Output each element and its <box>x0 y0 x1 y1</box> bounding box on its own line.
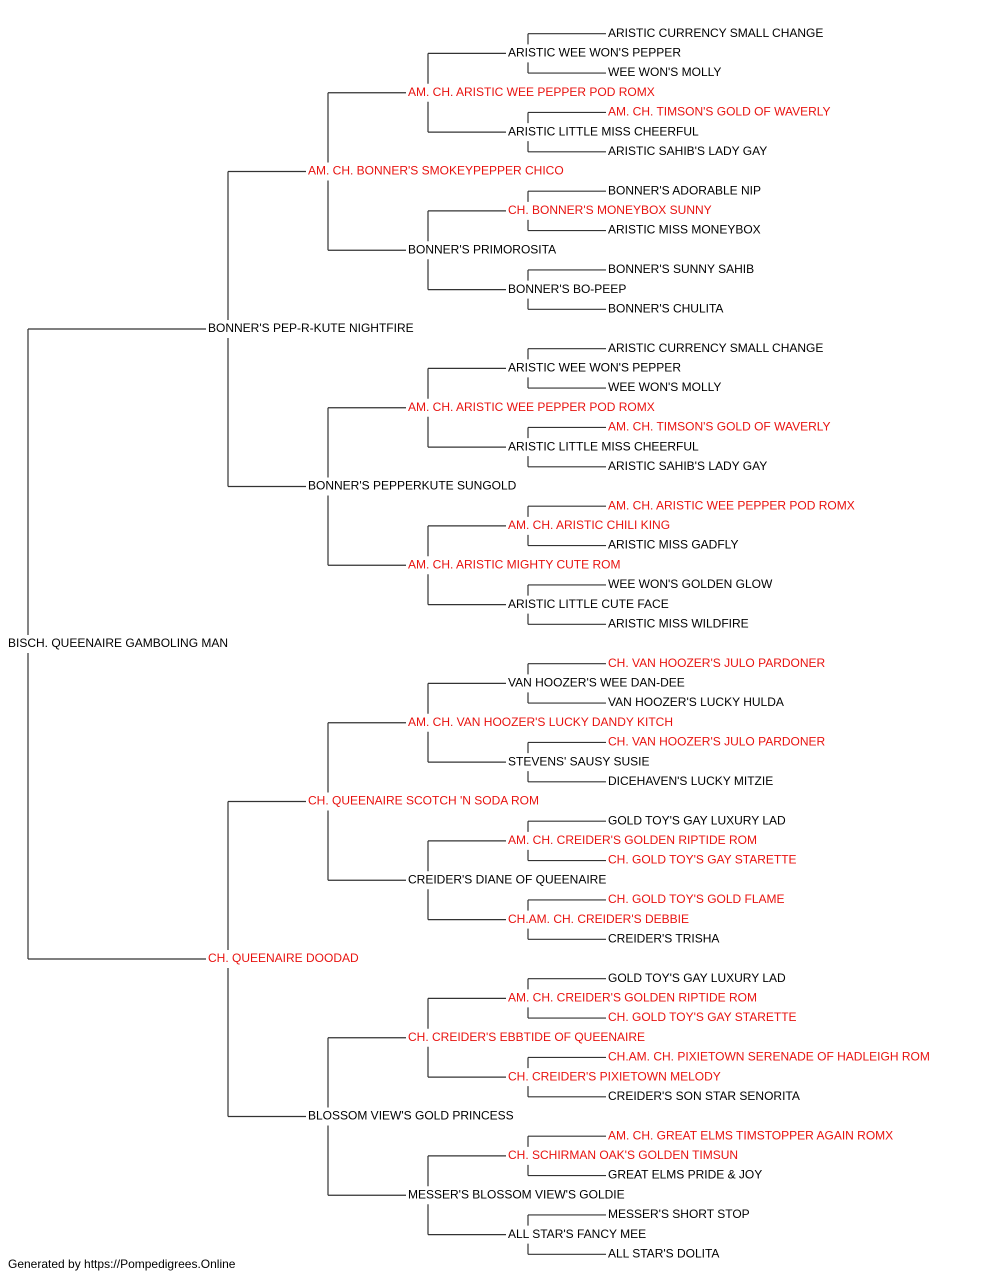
dog-name: AM. CH. TIMSON'S GOLD OF WAVERLY <box>608 105 831 119</box>
dog-name: BONNER'S SUNNY SAHIB <box>608 262 754 276</box>
dog-name: AM. CH. CREIDER'S GOLDEN RIPTIDE ROM <box>508 833 757 847</box>
dog-name: BLOSSOM VIEW'S GOLD PRINCESS <box>308 1109 514 1123</box>
dog-name: AM. CH. BONNER'S SMOKEYPEPPER CHICO <box>308 164 564 178</box>
dog-name: AM. CH. ARISTIC MIGHTY CUTE ROM <box>408 557 620 571</box>
dog-name: ARISTIC LITTLE MISS CHEERFUL <box>508 439 699 453</box>
dog-name: ARISTIC LITTLE CUTE FACE <box>508 597 669 611</box>
dog-name: CH. VAN HOOZER'S JULO PARDONER <box>608 735 826 749</box>
dog-name: CH. GOLD TOY'S GAY STARETTE <box>608 853 797 867</box>
dog-name: BISCH. QUEENAIRE GAMBOLING MAN <box>8 636 228 650</box>
footer-credit: Generated by https://Pompedigrees.Online <box>8 1257 236 1271</box>
dog-name: ARISTIC WEE WON'S PEPPER <box>508 46 681 60</box>
dog-name: WEE WON'S MOLLY <box>608 65 721 79</box>
dog-name: AM. CH. ARISTIC WEE PEPPER POD ROMX <box>408 400 655 414</box>
dog-name: CH. CREIDER'S EBBTIDE OF QUEENAIRE <box>408 1030 645 1044</box>
dog-name: AM. CH. ARISTIC WEE PEPPER POD ROMX <box>408 85 655 99</box>
dog-name: CH.AM. CH. CREIDER'S DEBBIE <box>508 912 689 926</box>
dog-name: ARISTIC CURRENCY SMALL CHANGE <box>608 26 823 40</box>
dog-name: CH. GOLD TOY'S GAY STARETTE <box>608 1010 797 1024</box>
dog-name: ARISTIC SAHIB'S LADY GAY <box>608 144 767 158</box>
dog-name: ARISTIC WEE WON'S PEPPER <box>508 361 681 375</box>
dog-name: ARISTIC CURRENCY SMALL CHANGE <box>608 341 823 355</box>
dog-name: CREIDER'S DIANE OF QUEENAIRE <box>408 872 606 886</box>
dog-name: VAN HOOZER'S LUCKY HULDA <box>608 695 784 709</box>
dog-name: CH. SCHIRMAN OAK'S GOLDEN TIMSUN <box>508 1148 738 1162</box>
dog-name: GREAT ELMS PRIDE & JOY <box>608 1168 762 1182</box>
dog-name: ALL STAR'S DOLITA <box>608 1246 719 1260</box>
dog-name: MESSER'S BLOSSOM VIEW'S GOLDIE <box>408 1187 625 1201</box>
dog-name: AM. CH. GREAT ELMS TIMSTOPPER AGAIN ROMX <box>608 1128 893 1142</box>
dog-name: CH. GOLD TOY'S GOLD FLAME <box>608 892 785 906</box>
dog-name: CH. BONNER'S MONEYBOX SUNNY <box>508 203 712 217</box>
dog-name: BONNER'S PRIMOROSITA <box>408 242 556 256</box>
dog-name: ARISTIC SAHIB'S LADY GAY <box>608 459 767 473</box>
dog-name: GOLD TOY'S GAY LUXURY LAD <box>608 971 786 985</box>
dog-name: ARISTIC LITTLE MISS CHEERFUL <box>508 124 699 138</box>
dog-name: CH. QUEENAIRE DOODAD <box>208 951 359 965</box>
dog-name: ALL STAR'S FANCY MEE <box>508 1227 646 1241</box>
dog-name: BONNER'S PEPPERKUTE SUNGOLD <box>308 479 517 493</box>
dog-name: CH. CREIDER'S PIXIETOWN MELODY <box>508 1069 721 1083</box>
dog-name: BONNER'S CHULITA <box>608 301 723 315</box>
dog-name: BONNER'S ADORABLE NIP <box>608 183 761 197</box>
dog-name: ARISTIC MISS GADFLY <box>608 538 738 552</box>
dog-name: BONNER'S BO-PEEP <box>508 282 626 296</box>
dog-name: STEVENS' SAUSY SUSIE <box>508 754 649 768</box>
dog-name: CREIDER'S TRISHA <box>608 931 719 945</box>
dog-name: AM. CH. ARISTIC CHILI KING <box>508 518 670 532</box>
dog-name: CREIDER'S SON STAR SENORITA <box>608 1089 800 1103</box>
dog-name: CH. VAN HOOZER'S JULO PARDONER <box>608 656 826 670</box>
dog-name: CH. QUEENAIRE SCOTCH 'N SODA ROM <box>308 794 539 808</box>
dog-name: DICEHAVEN'S LUCKY MITZIE <box>608 774 773 788</box>
dog-name: BONNER'S PEP-R-KUTE NIGHTFIRE <box>208 321 414 335</box>
dog-name: WEE WON'S GOLDEN GLOW <box>608 577 773 591</box>
dog-name: WEE WON'S MOLLY <box>608 380 721 394</box>
dog-name: AM. CH. VAN HOOZER'S LUCKY DANDY KITCH <box>408 715 673 729</box>
dog-name: ARISTIC MISS WILDFIRE <box>608 616 749 630</box>
dog-name: VAN HOOZER'S WEE DAN-DEE <box>508 676 685 690</box>
dog-name: GOLD TOY'S GAY LUXURY LAD <box>608 813 786 827</box>
dog-name: MESSER'S SHORT STOP <box>608 1207 750 1221</box>
dog-name: ARISTIC MISS MONEYBOX <box>608 223 761 237</box>
dog-name: CH.AM. CH. PIXIETOWN SERENADE OF HADLEIG… <box>608 1050 930 1064</box>
dog-name: AM. CH. CREIDER'S GOLDEN RIPTIDE ROM <box>508 991 757 1005</box>
dog-name: AM. CH. ARISTIC WEE PEPPER POD ROMX <box>608 498 855 512</box>
dog-name: AM. CH. TIMSON'S GOLD OF WAVERLY <box>608 420 831 434</box>
